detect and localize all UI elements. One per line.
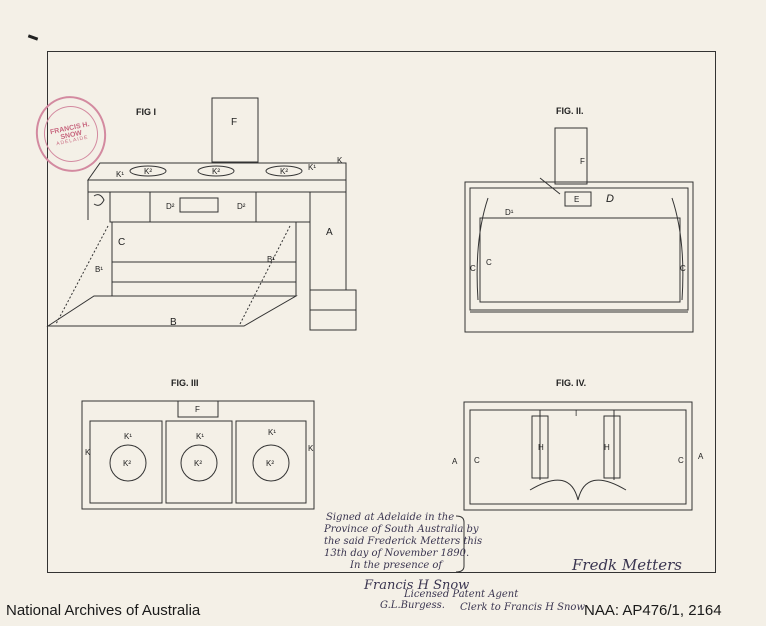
signature-metters: Fredk Metters — [572, 556, 682, 574]
fig3-label-f: F — [195, 405, 200, 414]
fig1-label-f: F — [231, 117, 238, 128]
fig2-title: FIG. II. — [556, 106, 584, 116]
fig2-label-c-inner: C — [486, 258, 492, 267]
fig2-label-d: D — [606, 193, 614, 205]
fig3-title: FIG. III — [171, 378, 199, 388]
drawing-border — [47, 51, 716, 573]
fig3-label-k-right: K — [308, 444, 314, 453]
fig1-label-k2-a: K² — [144, 167, 152, 176]
fig1-label-k1-right: K¹ — [308, 163, 316, 172]
attestation-line-2: Province of South Australia by — [324, 524, 479, 535]
fig1-label-k2-c: K² — [280, 167, 288, 176]
fig4-label-h-right: H — [604, 443, 610, 452]
fig1-label-d2-left: D² — [166, 202, 175, 211]
attestation-line-1: Signed at Adelaide in the — [326, 512, 455, 523]
agent-title: Licensed Patent Agent — [404, 589, 519, 600]
fig3-label-k-left: K — [85, 448, 91, 457]
fig2-section-drawing — [464, 127, 694, 333]
fig1-label-k2-b: K² — [212, 167, 220, 176]
fig3-label-k1-b: K¹ — [196, 432, 204, 441]
archive-reference: NAA: AP476/1, 2164 — [584, 602, 722, 619]
fig2-label-c-left: C — [470, 264, 476, 273]
fig3-label-k2-b: K² — [194, 459, 202, 468]
fig3-label-k1-c: K¹ — [268, 428, 276, 437]
fig4-label-h-left: H — [538, 443, 544, 452]
fig1-label-b: B — [170, 317, 177, 328]
witness-title: Clerk to Francis H Snow — [460, 602, 586, 613]
fig4-label-a-right: A — [698, 452, 704, 461]
fig2-label-f: F — [580, 157, 585, 166]
fig2-label-e: E — [574, 195, 580, 204]
attestation-line-3: the said Frederick Metters this — [324, 536, 483, 547]
fig3-label-k2-c: K² — [266, 459, 274, 468]
fig1-label-a: A — [326, 227, 333, 238]
fig2-label-d1: D¹ — [505, 208, 514, 217]
fig4-section-drawing — [463, 401, 693, 511]
archive-name: National Archives of Australia — [6, 602, 201, 619]
fig4-label-a-left: A — [452, 457, 458, 466]
signature-snow: Francis H Snow — [364, 578, 470, 593]
fig4-label-c-left: C — [474, 456, 480, 465]
fig4-title: FIG. IV. — [556, 378, 587, 388]
attestation-line-5: In the presence of — [350, 560, 443, 571]
fig3-label-k2-a: K² — [123, 459, 131, 468]
fig1-label-b1-left: B¹ — [95, 265, 103, 274]
fig4-label-c-right: C — [678, 456, 684, 465]
fig1-label-d2-right: D² — [237, 202, 246, 211]
fig4-label-i: I — [575, 409, 578, 418]
fig1-stove-drawing — [46, 97, 357, 331]
witness-name: G.L.Burgess. — [380, 600, 445, 611]
fig1-label-k: K — [337, 156, 343, 165]
fig1-label-k1-left: K¹ — [116, 170, 124, 179]
attestation-line-4: 13th day of November 1890. — [324, 548, 470, 559]
fig1-label-b1-right: B¹ — [267, 255, 275, 264]
fig2-label-c-right: C — [680, 264, 686, 273]
fig1-title: FIG I — [136, 107, 156, 117]
fig1-label-c: C — [118, 237, 126, 248]
fig3-label-k1-a: K¹ — [124, 432, 132, 441]
fig3-plan-drawing — [81, 400, 315, 510]
